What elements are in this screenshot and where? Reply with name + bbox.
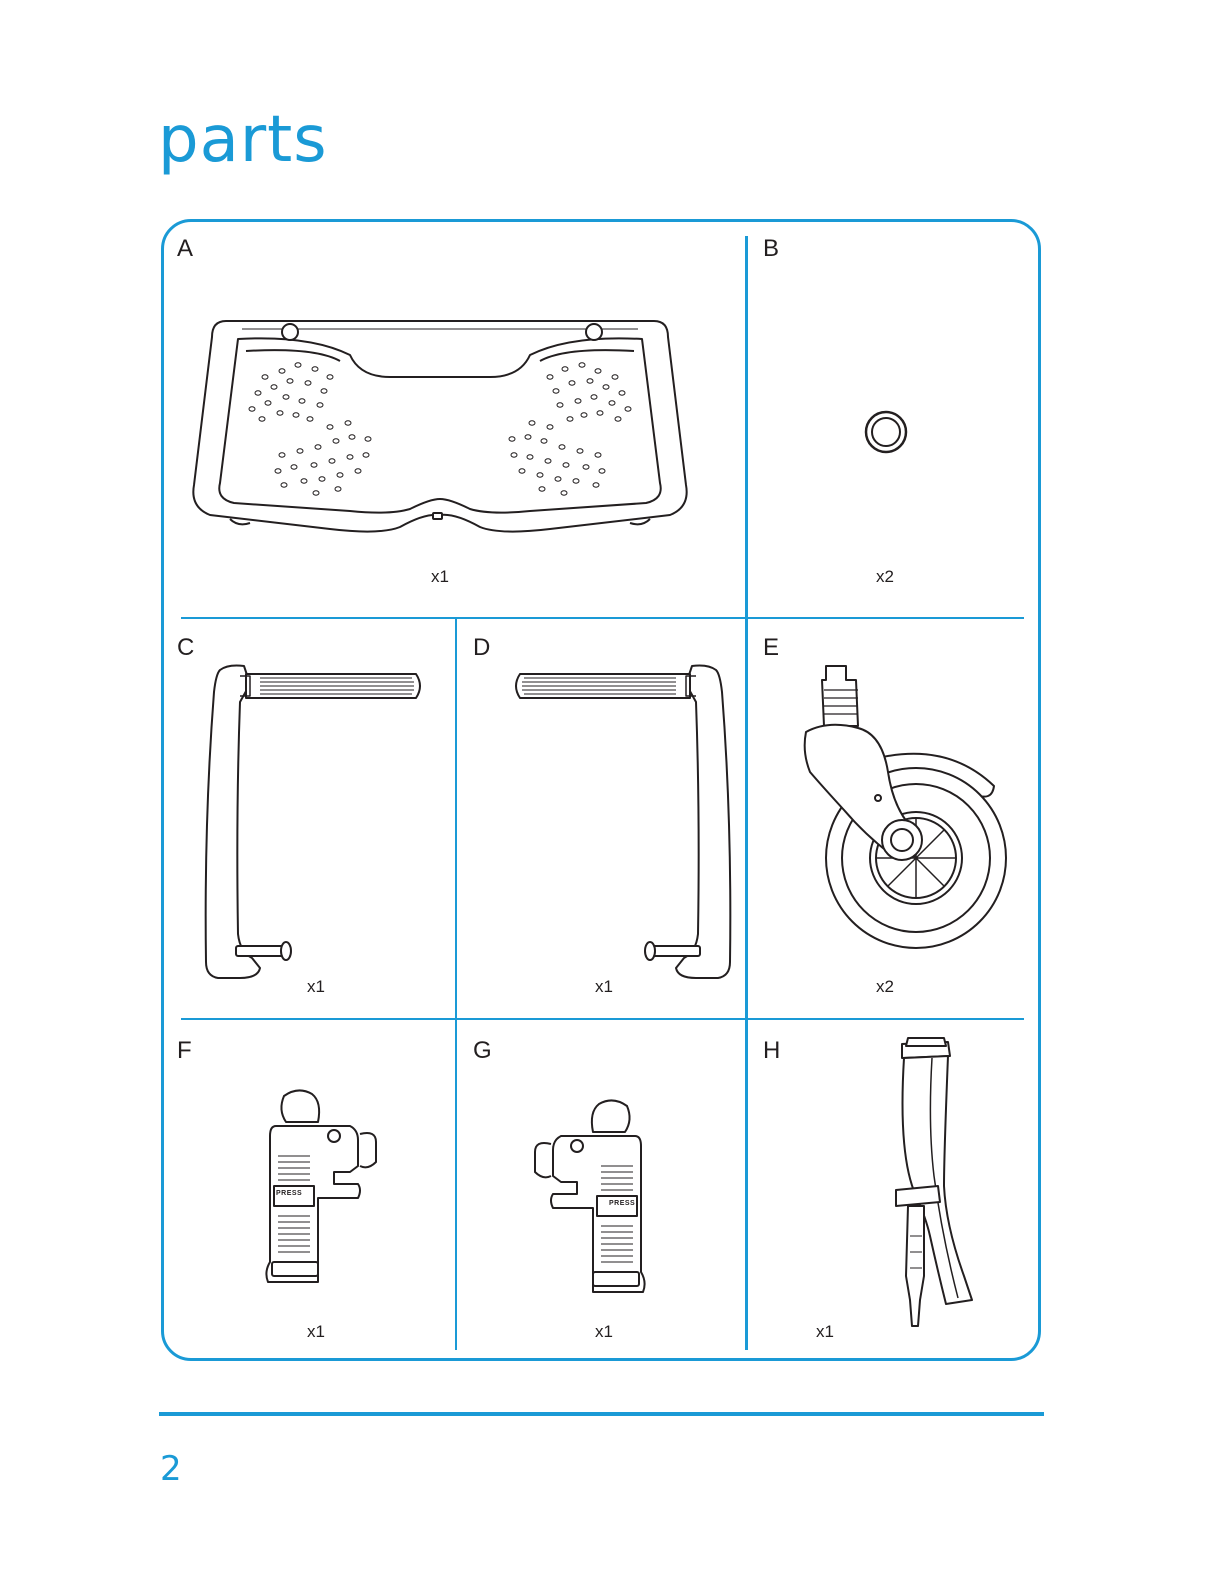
part-quantity-f: x1 [307,1323,325,1340]
divider-vertical-ab [745,236,748,619]
board-illustration [190,315,690,547]
part-quantity-a: x1 [431,568,449,585]
part-letter-e: E [763,636,779,660]
left-frame-illustration [200,662,432,980]
right-clamp-illustration [527,1096,647,1292]
part-letter-d: D [473,636,490,660]
right-frame-illustration [504,662,736,980]
page-title: parts [158,108,328,172]
part-letter-a: A [177,237,193,261]
divider-vertical-fg [455,1020,457,1350]
footer-rule [159,1412,1044,1416]
part-quantity-g: x1 [595,1323,613,1340]
part-quantity-h: x1 [816,1323,834,1340]
caster-wheel-illustration [798,662,1002,950]
divider-vertical-cd [455,619,457,1019]
part-letter-g: G [473,1039,492,1063]
divider-vertical-gh [745,1020,748,1350]
ring-illustration [864,410,908,454]
left-clamp-press-label: PRESS [276,1190,302,1197]
strap-illustration [884,1036,976,1330]
part-quantity-d: x1 [595,978,613,995]
part-quantity-e: x2 [876,978,894,995]
divider-horizontal-1 [181,617,1024,619]
part-letter-f: F [177,1039,192,1063]
right-clamp-press-label: PRESS [609,1200,635,1207]
part-letter-c: C [177,636,194,660]
part-quantity-c: x1 [307,978,325,995]
divider-horizontal-2 [181,1018,1024,1020]
part-letter-b: B [763,237,779,261]
left-clamp-illustration [264,1086,384,1282]
part-quantity-b: x2 [876,568,894,585]
page-number: 2 [160,1452,182,1486]
part-letter-h: H [763,1039,780,1063]
divider-vertical-de [745,619,748,1019]
